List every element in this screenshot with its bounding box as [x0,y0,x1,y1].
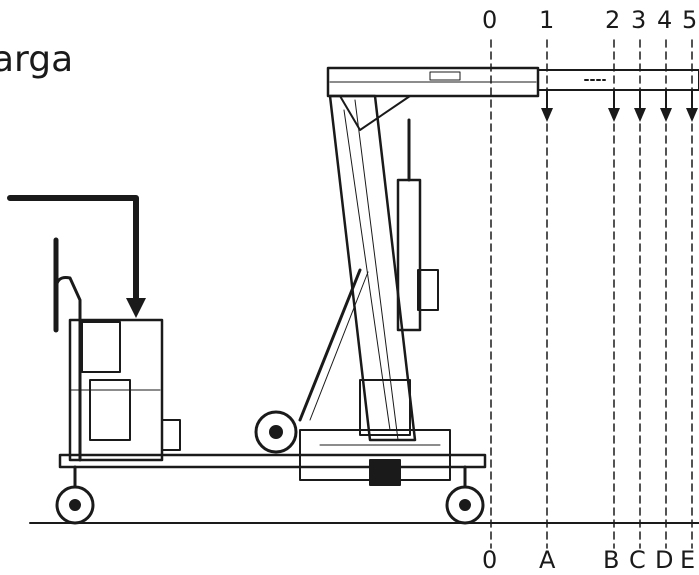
top-label-5: 5 [682,6,698,34]
hook-icons [541,108,698,122]
position-guide-lines [490,39,693,549]
caption-text: arga [0,39,74,80]
top-label-3: 3 [631,6,647,34]
top-label-4: 4 [657,6,673,34]
bottom-label-e: E [680,546,696,574]
hook-shanks [546,89,693,111]
crane-mast [328,94,417,442]
bottom-label-b: B [603,546,620,574]
top-label-2: 2 [605,6,621,34]
crane-boom [326,66,699,98]
counterweight-cart [53,237,181,462]
crane-base [58,379,487,486]
bottom-label-d: D [655,546,674,574]
load-arrow-icon [7,195,146,318]
top-label-1: 1 [539,6,555,34]
hydraulic-cylinder [396,118,439,332]
bottom-label-c: C [629,546,646,574]
bottom-label-0: 0 [482,546,498,574]
diagonal-brace [298,268,369,422]
bottom-label-a: A [539,546,556,574]
top-label-0: 0 [482,6,498,34]
wheel-icons [55,410,485,525]
